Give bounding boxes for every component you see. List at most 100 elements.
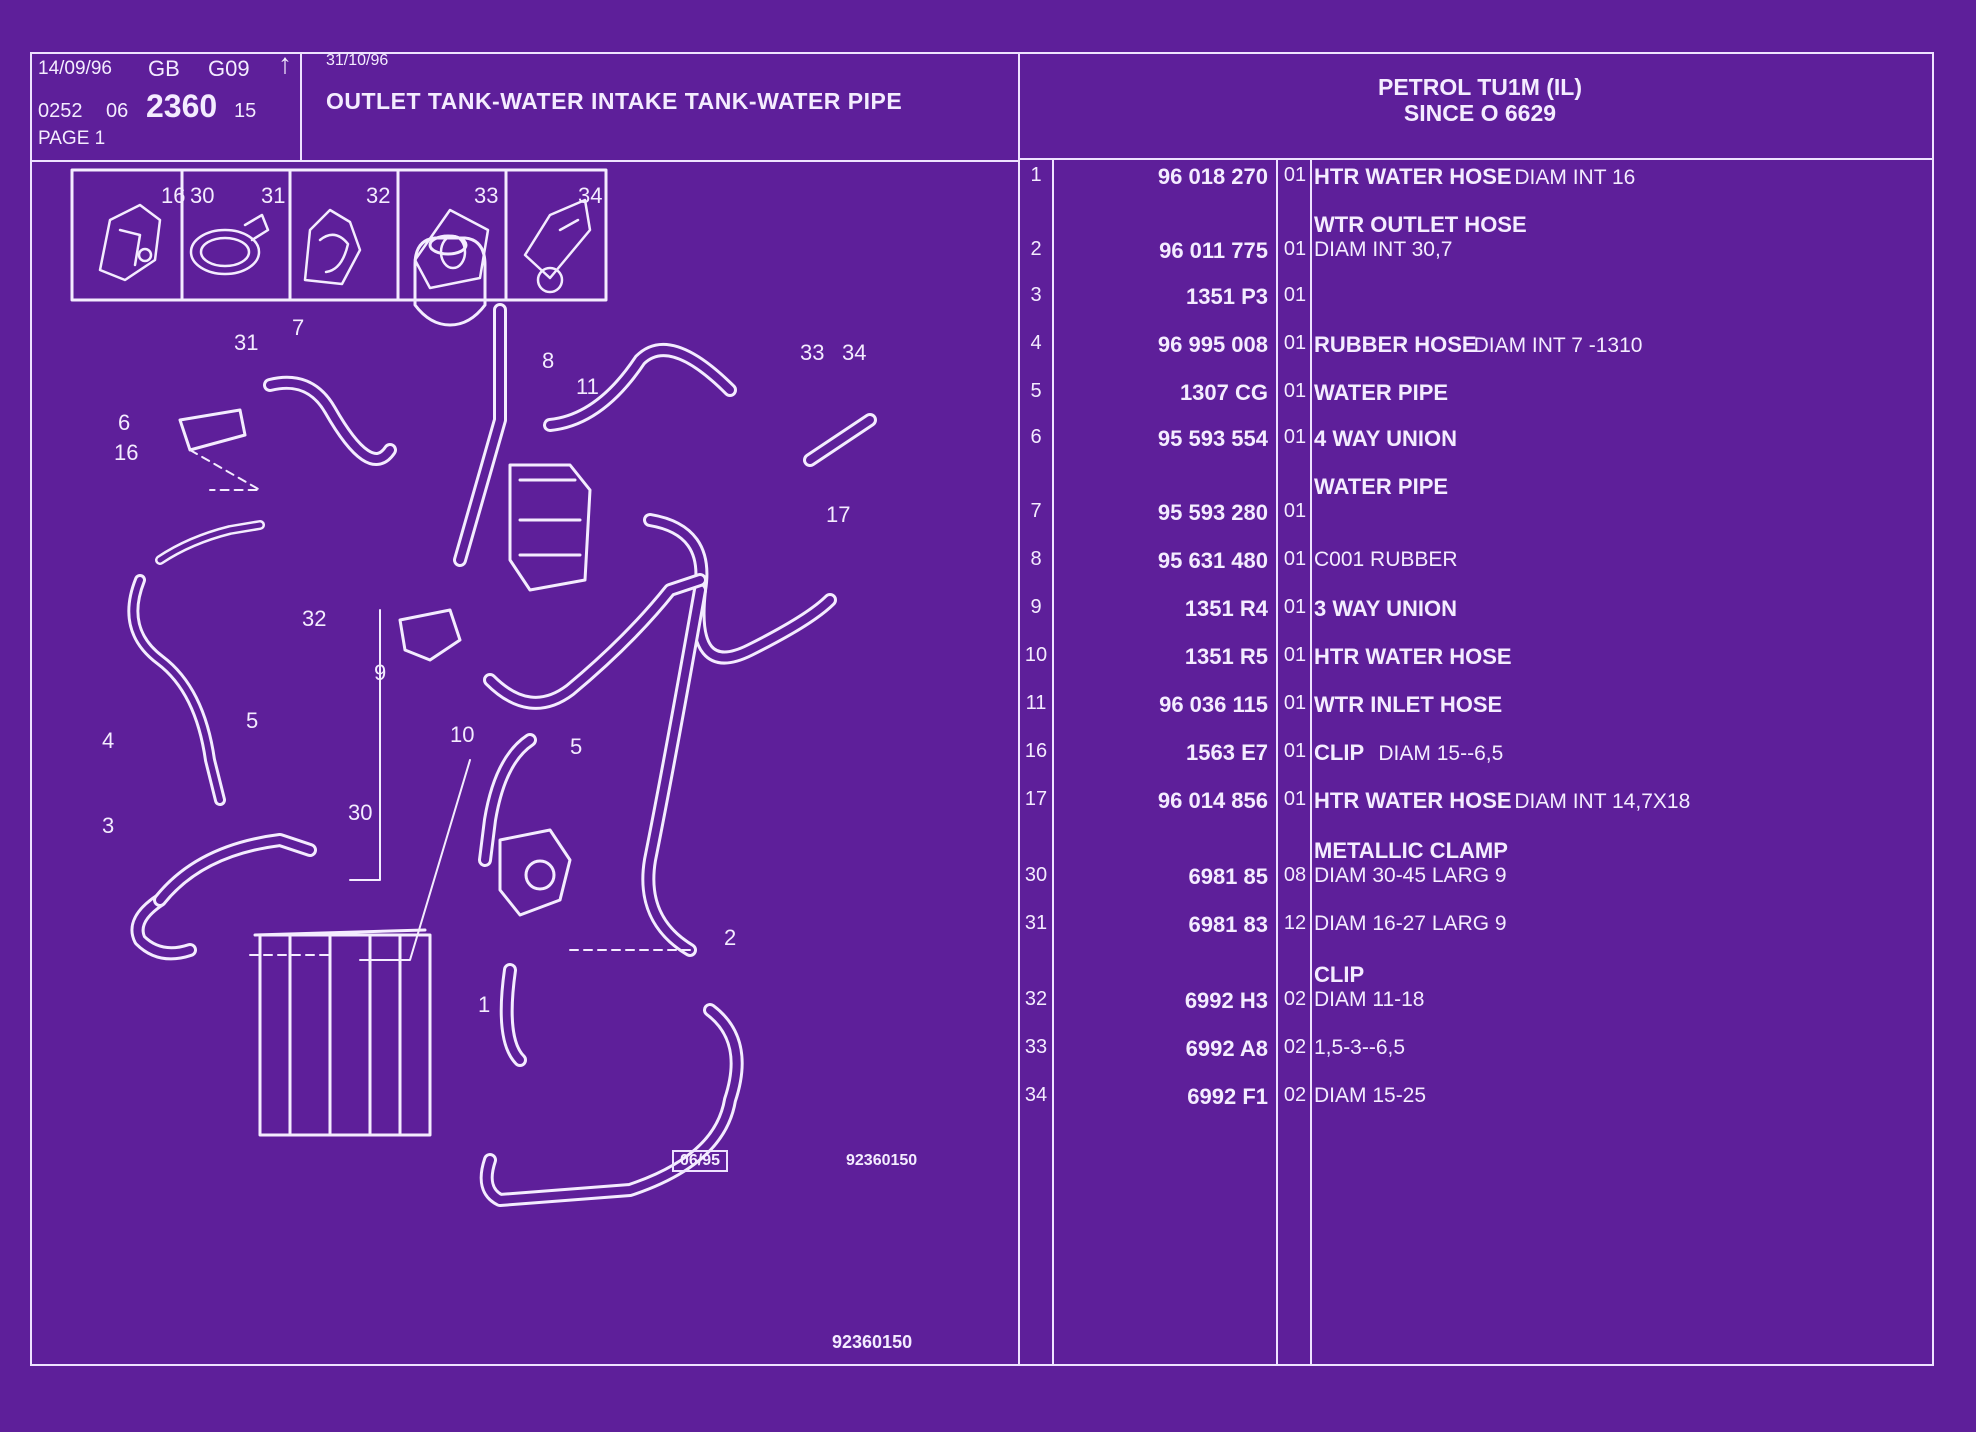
header-page: PAGE 1 — [38, 128, 106, 149]
part-description: DIAM INT 14,7X18 — [1514, 790, 1691, 813]
icon-label-31: 31 — [261, 183, 285, 208]
header-bottom-right — [1018, 158, 1934, 160]
col-ref-divider — [1276, 158, 1278, 1366]
icon-label-33: 33 — [474, 183, 498, 208]
part-quantity: 01 — [1283, 740, 1307, 762]
callout-2: 2 — [724, 925, 736, 950]
part-reference: 96 011 775 — [1159, 238, 1268, 263]
header-code-b: 06 — [106, 100, 129, 122]
callout-9: 9 — [374, 660, 386, 685]
part-reference: 96 014 856 — [1157, 788, 1268, 813]
header-code-c: 15 — [234, 100, 257, 122]
part-reference: 95 593 554 — [1157, 426, 1268, 451]
callout-7: 7 — [292, 315, 304, 340]
part-reference: 6992 A8 — [1185, 1036, 1268, 1061]
part-name: WATER PIPE — [1314, 380, 1449, 405]
part-reference: 1563 E7 — [1186, 740, 1268, 765]
part-index: 6 — [1030, 426, 1042, 448]
callouts: 16 30 31 32 33 34 1 2 3 4 5 5 6 7 8 9 10… — [102, 183, 866, 1017]
part-name-heading: CLIP — [1314, 962, 1365, 987]
clip-34-icon — [523, 198, 592, 294]
callout-32: 32 — [302, 606, 326, 631]
part-reference: 96 036 115 — [1159, 692, 1268, 717]
part-quantity: 01 — [1283, 500, 1307, 522]
part-description: DIAM INT 16 — [1514, 166, 1636, 189]
part-index: 10 — [1024, 644, 1048, 666]
part-reference: 6992 F1 — [1187, 1084, 1268, 1109]
clip-32-icon — [303, 208, 362, 286]
header-code-main: 2360 — [146, 88, 218, 124]
header-bottom-left — [30, 160, 1020, 162]
callout-1: 1 — [478, 992, 490, 1017]
part-index: 33 — [1024, 1036, 1048, 1058]
hose-clamp-30-31-icon — [189, 213, 270, 276]
part-index: 31 — [1024, 912, 1048, 934]
callout-10: 10 — [450, 722, 474, 747]
part-index: 8 — [1030, 548, 1042, 570]
part-reference: 95 593 280 — [1157, 500, 1268, 525]
callout-33: 33 — [800, 340, 824, 365]
icon-label-34: 34 — [578, 183, 602, 208]
part-description: DIAM INT 30,7 — [1314, 238, 1453, 261]
clip-33-icon — [413, 208, 490, 290]
part-index: 9 — [1030, 596, 1042, 618]
part-description: DIAM 15--6,5 — [1378, 742, 1504, 765]
header-lang: GB — [148, 56, 180, 81]
part-quantity: 02 — [1283, 1084, 1307, 1106]
part-index: 34 — [1024, 1084, 1048, 1106]
footer-ref-bottom: 92360150 — [832, 1332, 913, 1352]
callout-34: 34 — [842, 340, 866, 365]
callout-4: 4 — [102, 728, 114, 753]
callout-30: 30 — [348, 800, 372, 825]
part-name: RUBBER HOSE — [1314, 332, 1477, 357]
part-quantity: 01 — [1283, 284, 1307, 306]
callout-8: 8 — [542, 348, 554, 373]
part-name-heading: METALLIC CLAMP — [1314, 838, 1508, 863]
part-name: WTR INLET HOSE — [1314, 692, 1503, 717]
part-index: 16 — [1024, 740, 1048, 762]
hose-network — [127, 234, 877, 1207]
part-name-heading: WATER PIPE — [1314, 474, 1449, 499]
part-quantity: 01 — [1283, 548, 1307, 570]
part-description: DIAM INT 7 -1310 — [1473, 334, 1643, 357]
part-quantity: 01 — [1283, 380, 1307, 402]
part-reference: 96 995 008 — [1157, 332, 1268, 357]
engine-info: PETROL TU1M (IL) SINCE O 6629 — [1260, 74, 1700, 126]
part-quantity: 01 — [1283, 596, 1307, 618]
part-reference: 1307 CG — [1179, 380, 1268, 405]
part-index: 11 — [1025, 692, 1047, 714]
callout-16: 16 — [114, 440, 138, 465]
part-quantity: 01 — [1283, 644, 1307, 666]
callout-17: 17 — [826, 502, 850, 527]
icon-label-32: 32 — [366, 183, 390, 208]
footer-date-code: 06/95 — [672, 1150, 729, 1172]
footer-ref-inner: 92360150 — [846, 1152, 918, 1169]
part-quantity: 01 — [1283, 788, 1307, 810]
part-quantity: 01 — [1283, 692, 1307, 714]
header-group: G09 — [208, 56, 250, 81]
callout-11: 11 — [576, 374, 599, 399]
part-index: 1 — [1030, 164, 1042, 186]
icon-label-30: 30 — [190, 183, 214, 208]
part-reference: 1351 R4 — [1184, 596, 1268, 621]
part-reference: 6981 85 — [1188, 864, 1268, 889]
part-quantity: 01 — [1283, 238, 1307, 260]
callout-5b: 5 — [570, 734, 582, 759]
header-divider-1 — [300, 52, 302, 162]
part-index: 30 — [1024, 864, 1048, 886]
part-quantity: 01 — [1283, 332, 1307, 354]
part-name: HTR WATER HOSE — [1314, 788, 1512, 813]
engine-line-2: SINCE O 6629 — [1403, 100, 1557, 126]
part-name: HTR WATER HOSE — [1314, 164, 1512, 189]
